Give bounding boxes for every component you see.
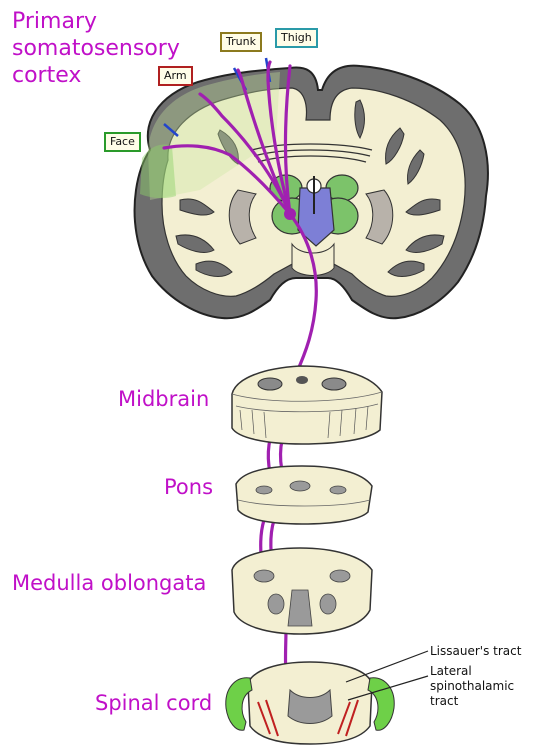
title-line-1: Primary <box>12 8 180 35</box>
medulla-label: Medulla oblongata <box>12 572 206 594</box>
thigh-label: Thigh <box>275 28 318 48</box>
lateral-line-1: Lateral <box>430 664 514 679</box>
trunk-label: Trunk <box>220 32 262 52</box>
lateral-spinothalamic-label: Lateral spinothalamic tract <box>430 664 514 709</box>
lateral-line-3: tract <box>430 694 514 709</box>
lateral-line-2: spinothalamic <box>430 679 514 694</box>
arm-label: Arm <box>158 66 193 86</box>
midbrain-label: Midbrain <box>118 388 209 410</box>
title-line-3: cortex <box>12 62 180 89</box>
diagram-title: Primary somatosensory cortex <box>12 8 180 89</box>
lissauer-tract-label: Lissauer's tract <box>430 644 521 659</box>
spinal-cord-label: Spinal cord <box>95 692 212 714</box>
brain-coronal-section <box>135 66 488 319</box>
face-label: Face <box>104 132 141 152</box>
dorsal-root-right <box>368 678 394 730</box>
face-area-highlight <box>140 145 176 199</box>
title-line-2: somatosensory <box>12 35 180 62</box>
spinal-cord-section <box>226 662 394 744</box>
midbrain-section <box>232 366 382 444</box>
pons-label: Pons <box>164 476 213 498</box>
pons-section <box>236 466 372 524</box>
medulla-section <box>232 548 372 634</box>
dorsal-root-left <box>226 678 252 730</box>
thalamic-relay-node <box>284 208 296 220</box>
